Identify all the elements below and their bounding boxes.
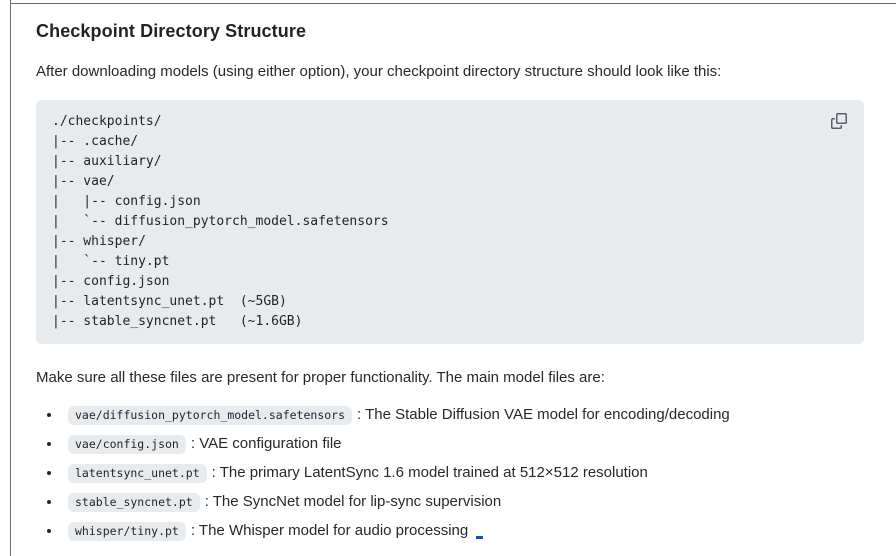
list-item: vae/config.json: VAE configuration file: [62, 434, 864, 454]
outro-paragraph: Make sure all these files are present fo…: [36, 369, 605, 386]
code-block: ./checkpoints/ |-- .cache/ |-- auxiliary…: [36, 100, 864, 344]
inline-code: latentsync_unet.pt: [68, 464, 207, 483]
list-item: stable_syncnet.pt: The SyncNet model for…: [62, 492, 864, 512]
directory-tree-code: ./checkpoints/ |-- .cache/ |-- auxiliary…: [52, 114, 389, 329]
list-item: latentsync_unet.pt: The primary LatentSy…: [62, 463, 864, 483]
item-description: : The primary LatentSync 1.6 model train…: [211, 464, 648, 481]
frame-border-top: [10, 3, 896, 4]
inline-code: stable_syncnet.pt: [68, 493, 200, 512]
model-files-list: vae/diffusion_pytorch_model.safetensors:…: [36, 405, 864, 541]
inline-code: vae/config.json: [68, 435, 186, 454]
copy-button[interactable]: [826, 108, 852, 134]
doc-content: Checkpoint Directory Structure After dow…: [36, 0, 864, 550]
inline-code: whisper/tiny.pt: [68, 522, 186, 541]
copy-icon: [831, 113, 847, 129]
item-description: : VAE configuration file: [190, 435, 342, 452]
inline-code: vae/diffusion_pytorch_model.safetensors: [68, 406, 353, 425]
frame-border-left: [10, 0, 11, 556]
partial-cutoff-element: [476, 536, 483, 539]
intro-paragraph: After downloading models (using either o…: [36, 63, 722, 80]
list-item: vae/diffusion_pytorch_model.safetensors:…: [62, 405, 864, 425]
page-title: Checkpoint Directory Structure: [36, 21, 307, 41]
item-description: : The Whisper model for audio processing: [190, 522, 469, 539]
list-item: whisper/tiny.pt: The Whisper model for a…: [62, 521, 864, 541]
item-description: : The SyncNet model for lip-sync supervi…: [204, 493, 502, 510]
item-description: : The Stable Diffusion VAE model for enc…: [357, 406, 730, 423]
